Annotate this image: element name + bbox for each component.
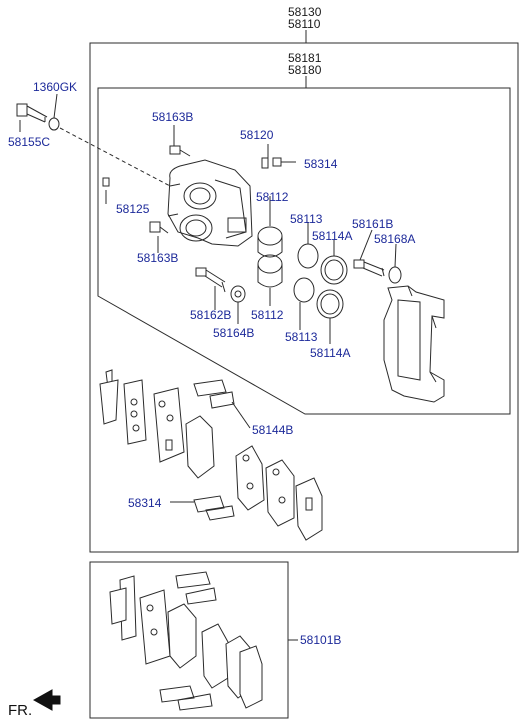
callout-58120[interactable]: 58120 xyxy=(240,128,274,142)
caliper-body xyxy=(167,159,253,247)
pad-clip-left xyxy=(99,369,119,425)
brake-pad-inner-2 xyxy=(153,387,185,463)
seal-58113-bottom xyxy=(293,277,315,303)
pad-clip-58314 xyxy=(170,495,235,521)
assembly-number-inner-2: 58180 xyxy=(288,63,322,77)
boot-58168a xyxy=(388,243,402,284)
callout-58144b[interactable]: 58144B xyxy=(252,423,294,437)
shim-58144b xyxy=(193,379,251,429)
callout-58163b-top[interactable]: 58163B xyxy=(152,110,194,124)
callout-58113-top[interactable]: 58113 xyxy=(290,212,323,226)
callout-58113-bottom[interactable]: 58113 xyxy=(285,330,318,344)
guide-pin-58162b xyxy=(195,267,226,310)
dust-boot-58114a-top xyxy=(320,240,348,285)
callout-58125[interactable]: 58125 xyxy=(116,202,150,216)
callout-58161b[interactable]: 58161B xyxy=(352,217,394,231)
callout-58162b[interactable]: 58162B xyxy=(190,308,232,322)
brake-pad-friction xyxy=(185,415,215,479)
bleeder-58125 xyxy=(102,177,110,204)
cap-58314-top xyxy=(272,157,296,167)
guide-pin-58161b xyxy=(353,229,385,277)
callout-58114a-bottom[interactable]: 58114A xyxy=(310,346,351,360)
callout-58101b[interactable]: 58101B xyxy=(300,633,342,647)
callout-58314-top[interactable]: 58314 xyxy=(304,157,338,171)
dust-boot-58114a-bottom xyxy=(316,289,344,344)
caliper-bracket xyxy=(383,285,445,403)
piston-58112-top xyxy=(257,196,283,258)
callout-1360gk[interactable]: 1360GK xyxy=(33,80,78,94)
brake-pad-outer-2 xyxy=(265,459,295,527)
seal-58113-top xyxy=(297,243,319,269)
front-direction-label: FR. xyxy=(8,702,33,719)
assembly-number-top-2: 58110 xyxy=(288,17,321,31)
assembly-box-outer xyxy=(89,42,519,553)
pad-kit-parts xyxy=(109,571,298,711)
brake-pad-outer-1 xyxy=(235,445,265,511)
brake-pad-inner-1 xyxy=(123,379,147,445)
callout-58168a[interactable]: 58168A xyxy=(374,232,416,246)
bolt-58155c xyxy=(16,103,48,123)
assembly-number-inner-1: 58181 xyxy=(288,51,322,65)
piston-58112-bottom xyxy=(257,254,283,306)
bolt-58163b-bottom xyxy=(149,221,169,253)
boot-58164b xyxy=(230,285,246,324)
front-direction-arrow-icon xyxy=(32,689,61,711)
bolt-58163b-top xyxy=(169,125,191,157)
callout-58163b-bottom[interactable]: 58163B xyxy=(137,251,179,265)
callout-58155c[interactable]: 58155C xyxy=(8,135,51,149)
callout-58314-bottom[interactable]: 58314 xyxy=(128,496,162,510)
callout-58112-top[interactable]: 58112 xyxy=(256,190,289,204)
callout-58164b[interactable]: 58164B xyxy=(213,326,255,340)
assembly-box-inner xyxy=(97,87,511,415)
washer-1360gk xyxy=(48,117,60,131)
callout-58112-bottom[interactable]: 58112 xyxy=(251,308,284,322)
callout-58114a-top[interactable]: 58114A xyxy=(312,229,353,243)
brake-pad-outer-3 xyxy=(295,477,323,541)
bleeder-58120 xyxy=(261,144,269,169)
assembly-number-top-1: 58130 xyxy=(288,5,322,19)
